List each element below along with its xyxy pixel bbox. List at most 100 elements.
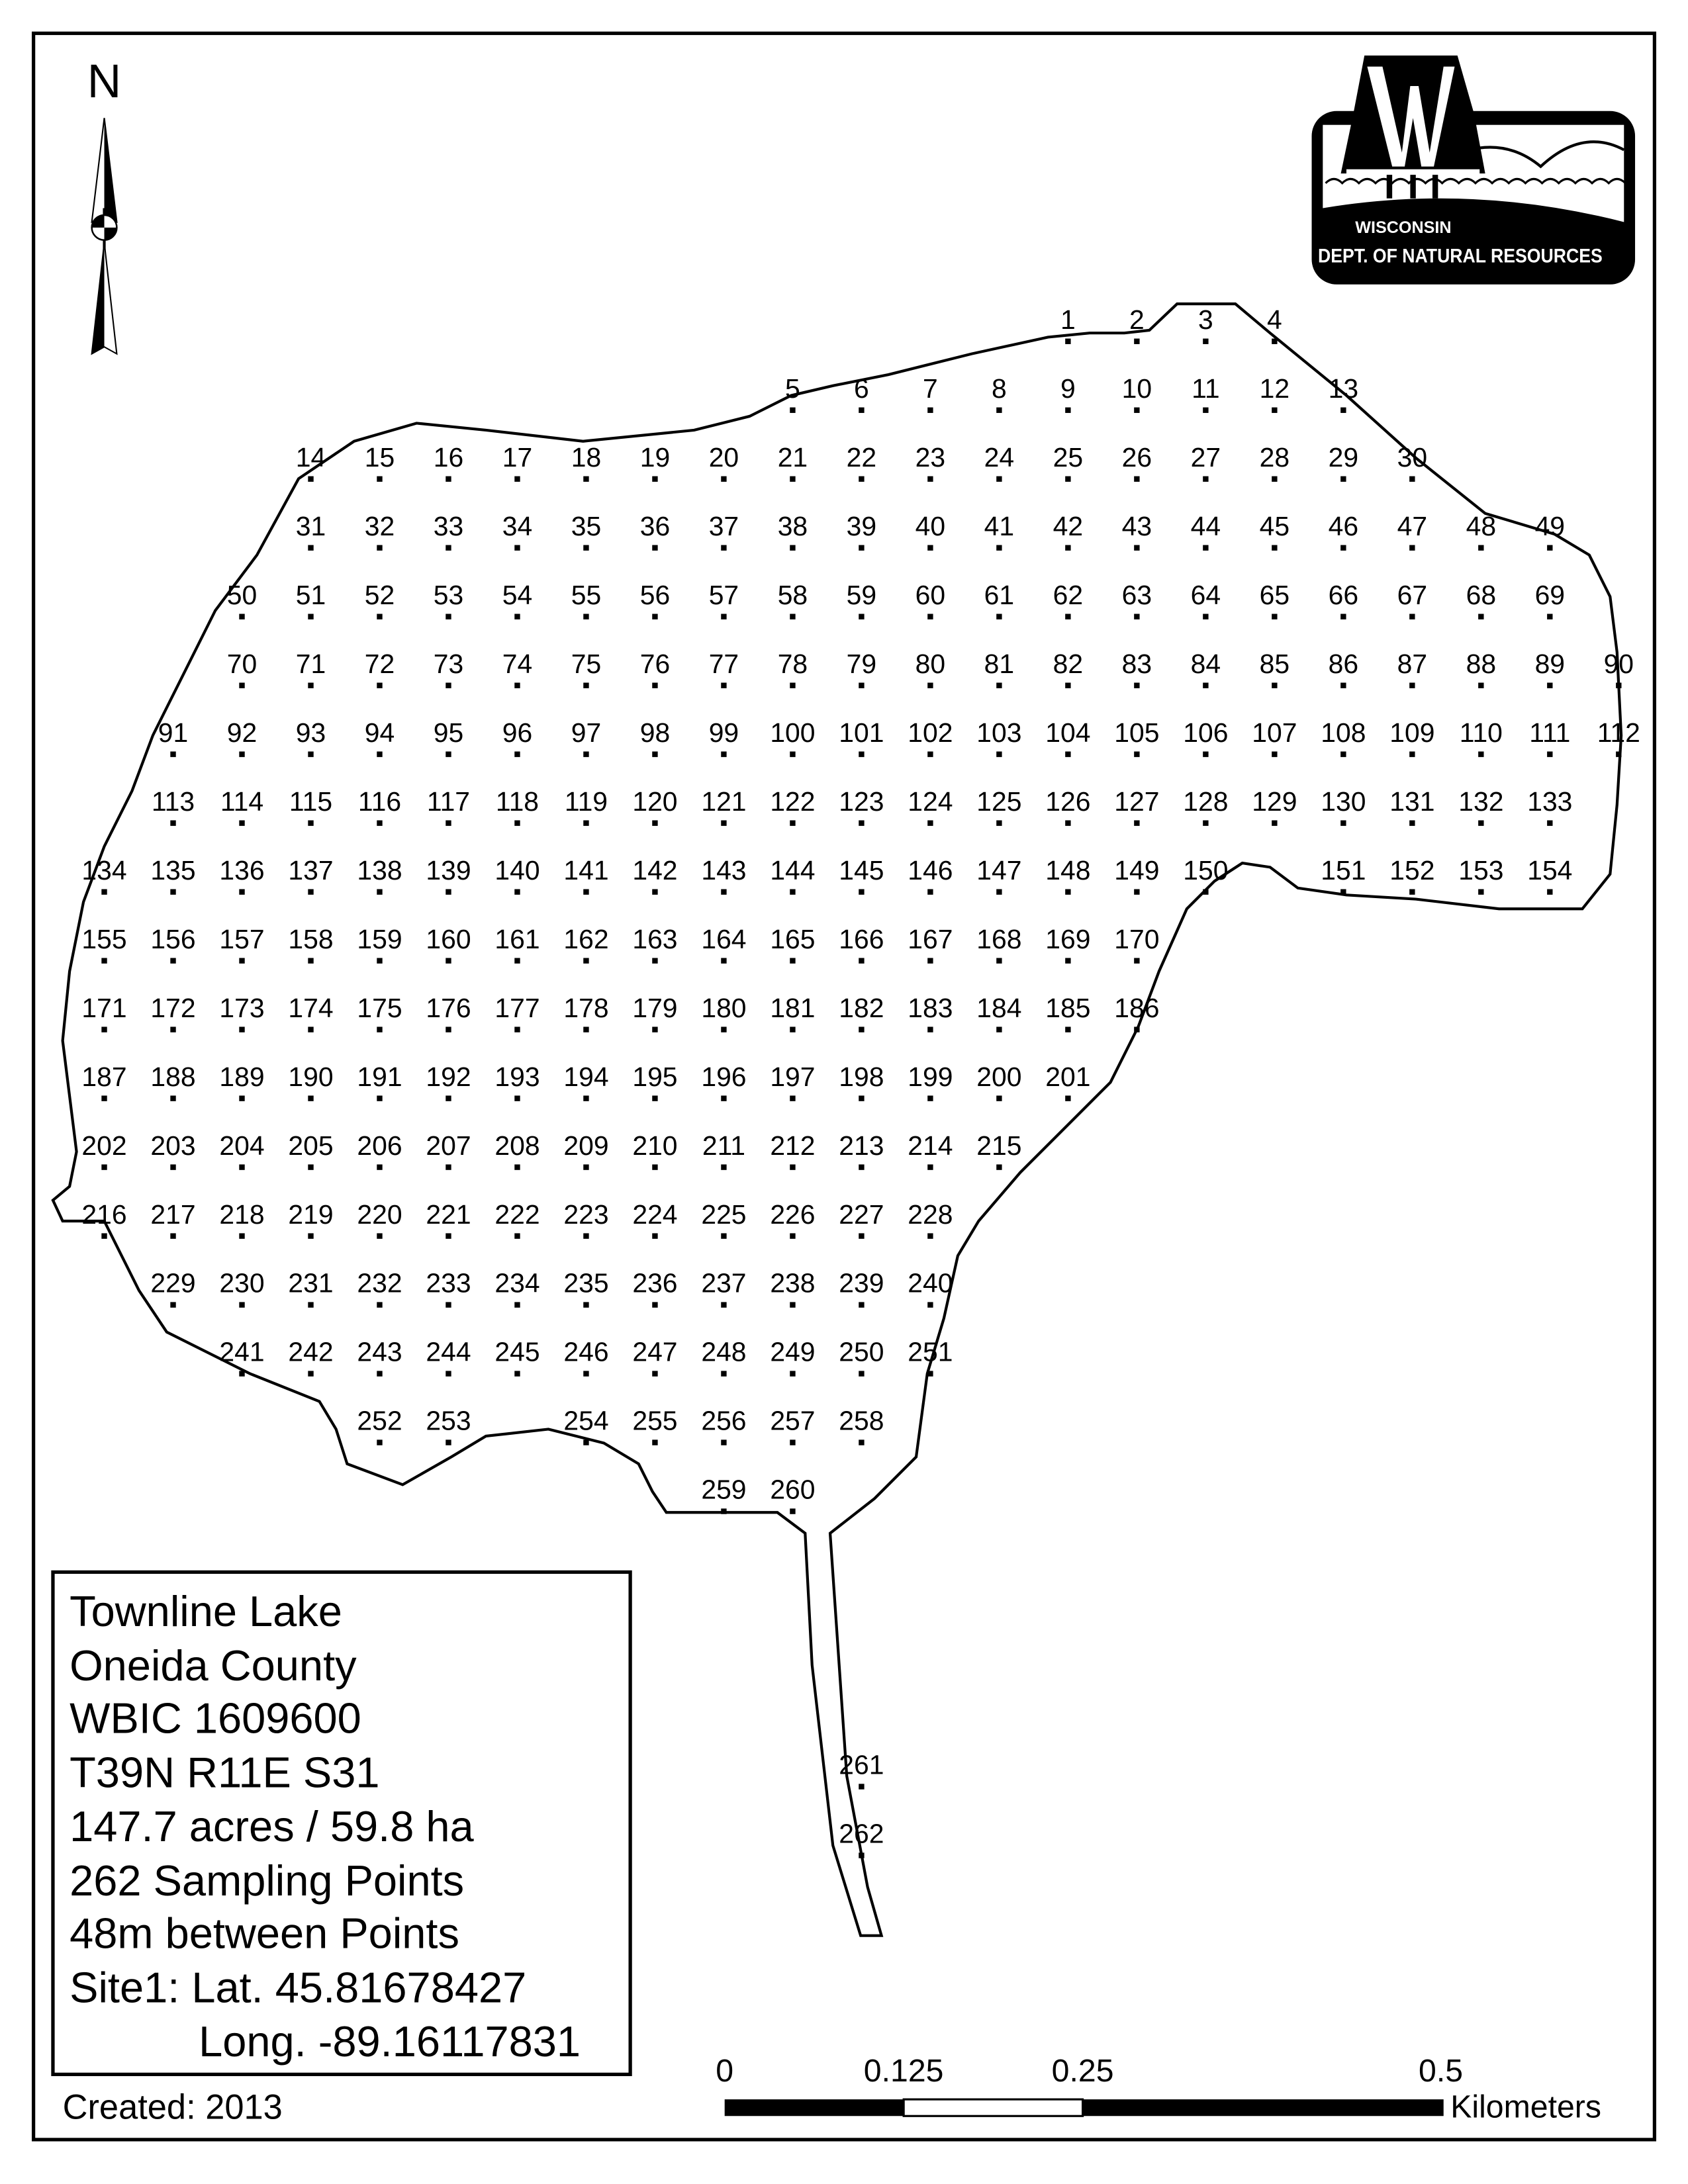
sampling-point-marker: [308, 1026, 314, 1032]
sampling-point-marker: [308, 1233, 314, 1239]
sampling-point-label: 30: [1397, 442, 1427, 473]
sampling-point-marker: [1340, 476, 1346, 482]
sampling-point-label: 173: [219, 993, 264, 1023]
sampling-point-marker: [996, 889, 1002, 895]
sampling-point-marker: [721, 958, 727, 964]
sampling-point-marker: [927, 1371, 933, 1377]
sampling-point-label: 142: [632, 855, 677, 886]
sampling-point-label: 61: [984, 580, 1014, 610]
sampling-point-label: 119: [565, 786, 608, 817]
sampling-point-label: 238: [770, 1268, 815, 1298]
sampling-point-marker: [790, 1508, 796, 1514]
sampling-point-marker: [996, 682, 1002, 688]
sampling-point-label: 66: [1329, 580, 1358, 610]
sampling-point-marker: [239, 958, 245, 964]
sampling-point-marker: [1065, 614, 1071, 619]
sampling-point-label: 162: [563, 924, 608, 954]
scale-label-0125: 0.125: [864, 2053, 944, 2089]
lake-shoreline: [51, 302, 1623, 1937]
sampling-point-label: 78: [778, 649, 808, 679]
sampling-point-marker: [996, 545, 1002, 551]
sampling-point-marker: [377, 1302, 383, 1308]
sampling-point-label: 26: [1122, 442, 1152, 473]
sampling-point-marker: [514, 614, 520, 619]
sampling-point-label: 228: [908, 1199, 953, 1230]
sampling-point-label: 208: [494, 1130, 539, 1161]
sampling-point-label: 126: [1045, 786, 1090, 817]
sampling-point-label: 40: [915, 511, 945, 541]
sampling-point-marker: [239, 614, 245, 619]
sampling-point-marker: [1065, 1095, 1071, 1101]
sampling-point-label: 186: [1114, 993, 1159, 1023]
sampling-point-marker: [1547, 751, 1553, 757]
sampling-point-label: 127: [1114, 786, 1159, 817]
sampling-point-marker: [721, 682, 727, 688]
sampling-point-marker: [1203, 407, 1209, 413]
sampling-point-marker: [445, 1302, 451, 1308]
sampling-point-marker: [927, 1164, 933, 1170]
sampling-point-marker: [721, 751, 727, 757]
sampling-point-label: 156: [150, 924, 195, 954]
sampling-point-label: 51: [296, 580, 326, 610]
sampling-point-label: 11: [1192, 373, 1219, 404]
sampling-point-label: 150: [1183, 855, 1228, 886]
sampling-point-marker: [859, 1784, 865, 1790]
sampling-point-marker: [927, 820, 933, 826]
sampling-point-marker: [1065, 545, 1071, 551]
sampling-point-label: 45: [1260, 511, 1289, 541]
sampling-point-label: 199: [908, 1062, 953, 1092]
sampling-point-label: 75: [571, 649, 601, 679]
legend-lake-name: Townline Lake: [70, 1587, 342, 1635]
sampling-point-label: 31: [296, 511, 326, 541]
sampling-point-marker: [1203, 889, 1209, 895]
sampling-point-marker: [652, 1095, 658, 1101]
sampling-point-label: 25: [1053, 442, 1083, 473]
sampling-point-marker: [652, 1233, 658, 1239]
sampling-point-marker: [308, 1164, 314, 1170]
sampling-point-label: 244: [426, 1337, 471, 1367]
sampling-point-label: 34: [502, 511, 532, 541]
sampling-point-marker: [308, 614, 314, 619]
sampling-point-label: 87: [1397, 649, 1427, 679]
sampling-point-label: 18: [571, 442, 601, 473]
sampling-point-label: 166: [839, 924, 884, 954]
sampling-point-marker: [790, 1095, 796, 1101]
sampling-point-marker: [445, 820, 451, 826]
sampling-point-marker: [996, 407, 1002, 413]
sampling-point-label: 178: [563, 993, 608, 1023]
sampling-point-label: 124: [908, 786, 953, 817]
sampling-point-marker: [790, 751, 796, 757]
sampling-point-marker: [377, 476, 383, 482]
sampling-point-marker: [927, 614, 933, 619]
sampling-point-label: 135: [150, 855, 195, 886]
sampling-point-label: 258: [839, 1406, 884, 1436]
sampling-point-label: 145: [839, 855, 884, 886]
sampling-point-label: 12: [1260, 373, 1289, 404]
sampling-point-label: 255: [632, 1406, 677, 1436]
sampling-point-marker: [445, 1026, 451, 1032]
sampling-point-marker: [170, 958, 176, 964]
sampling-point-marker: [859, 1371, 865, 1377]
sampling-point-marker: [1203, 545, 1209, 551]
sampling-point-label: 49: [1535, 511, 1565, 541]
sampling-point-marker: [377, 1164, 383, 1170]
sampling-point-marker: [1409, 682, 1415, 688]
sampling-point-marker: [927, 889, 933, 895]
sampling-point-label: 47: [1397, 511, 1427, 541]
sampling-point-label: 63: [1122, 580, 1152, 610]
sampling-point-label: 146: [908, 855, 953, 886]
sampling-point-label: 194: [563, 1062, 608, 1092]
sampling-point-label: 56: [640, 580, 670, 610]
sampling-point-label: 27: [1191, 442, 1221, 473]
sampling-point-marker: [1203, 820, 1209, 826]
scale-bar: 0 0.125 0.25 0.5 Kilometers: [716, 2053, 1601, 2125]
sampling-point-label: 257: [770, 1406, 815, 1436]
sampling-point-label: 251: [908, 1337, 953, 1367]
sampling-point-marker: [239, 820, 245, 826]
sampling-point-label: 227: [839, 1199, 884, 1230]
sampling-point-marker: [1616, 751, 1622, 757]
sampling-point-label: 80: [915, 649, 945, 679]
sampling-point-label: 220: [357, 1199, 402, 1230]
